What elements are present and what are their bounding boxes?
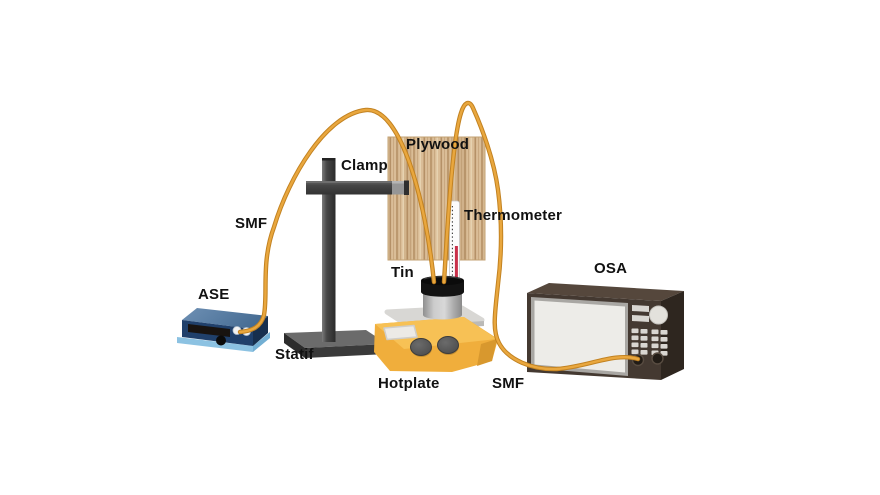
label-smf-left: SMF	[235, 215, 268, 232]
hotplate-knob	[410, 338, 432, 356]
tin-container	[421, 275, 464, 320]
laboratory-stand	[284, 158, 409, 358]
hotplate-display	[383, 324, 418, 341]
thermometer	[449, 200, 460, 287]
ase-base-rim	[177, 337, 253, 352]
hotplate-device	[374, 305, 498, 372]
optical-fibers	[237, 100, 641, 372]
osa-button	[632, 305, 649, 312]
clamp-arm	[306, 180, 409, 195]
osa-screen	[534, 300, 625, 373]
ase-source-device	[177, 308, 270, 352]
stand-base-side	[284, 333, 305, 358]
hotplate-knob	[437, 336, 459, 354]
osa-device	[527, 283, 684, 380]
osa-top-face	[527, 283, 684, 301]
osa-side-face	[661, 291, 684, 380]
label-osa: OSA	[594, 260, 628, 277]
label-thermometer: Thermometer	[464, 207, 563, 224]
label-statif: Statif	[275, 346, 314, 363]
osa-knob	[649, 305, 668, 325]
ase-top-face	[182, 308, 268, 329]
ase-knob	[216, 335, 226, 346]
stand-pole	[322, 158, 336, 342]
ase-side-face	[253, 316, 268, 346]
label-ase: ASE	[198, 286, 230, 303]
label-hotplate: Hotplate	[378, 375, 440, 392]
label-clamp: Clamp	[341, 157, 388, 174]
osa-keypad	[631, 328, 668, 356]
label-plywood: Plywood	[406, 136, 470, 153]
osa-connector	[651, 352, 664, 365]
hotplate-control-panel	[375, 317, 497, 349]
ase-display	[188, 324, 230, 337]
osa-button	[632, 315, 649, 322]
plywood-board	[387, 136, 486, 261]
stand-base-front	[305, 344, 387, 358]
hotplate-side-face	[477, 339, 497, 366]
label-tin: Tin	[391, 264, 414, 281]
ase-base-rim-right	[253, 332, 270, 352]
label-smf-right: SMF	[492, 375, 525, 392]
tin-body	[423, 291, 462, 320]
